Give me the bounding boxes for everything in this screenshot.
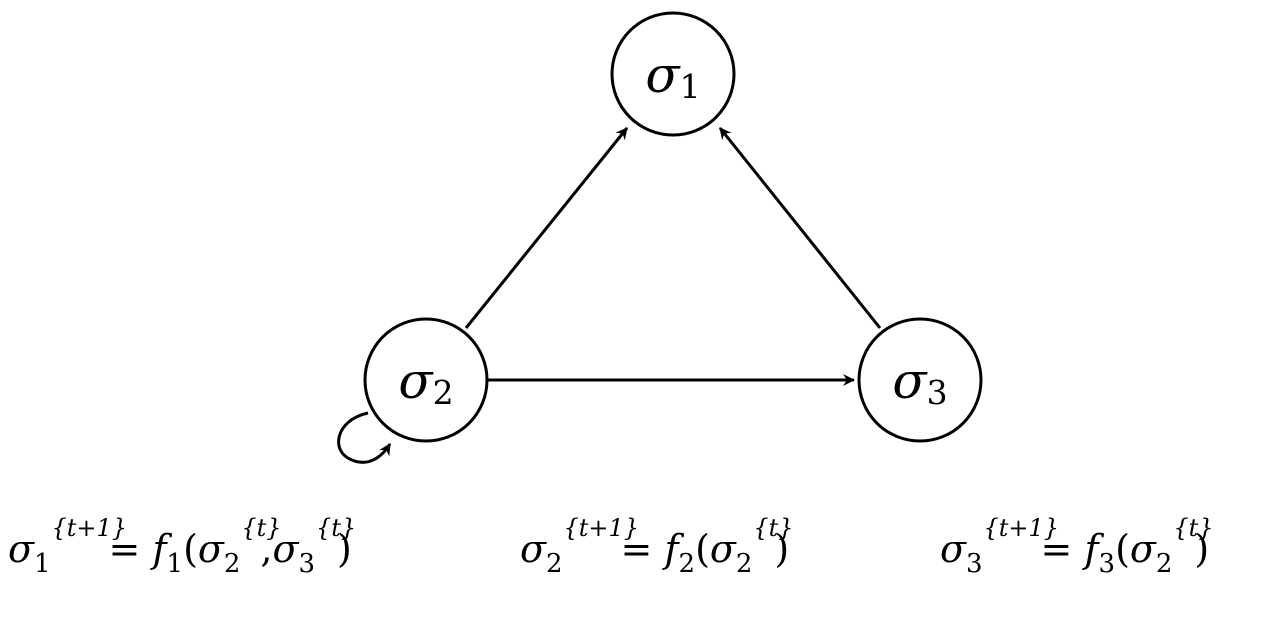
update-equation-2: σ2{t+1}= f2(σ2{t}): [520, 514, 794, 579]
node-sigma-1: σ1: [610, 11, 736, 137]
svg-text:σ3: σ3: [892, 352, 947, 412]
update-equation-3: σ3{t+1}= f3(σ2{t}): [940, 514, 1214, 579]
update-equation-1: σ1{t+1}= f1(σ2{t},σ3{t}): [8, 514, 357, 579]
edge-3-to-1: [718, 127, 882, 329]
edge-2-self-loop: [337, 411, 392, 464]
node-sigma-2: σ2: [363, 317, 489, 443]
node-sigma-3: σ3: [857, 317, 983, 443]
svg-text:σ1: σ1: [645, 46, 700, 106]
edge-2-to-1: [464, 127, 629, 329]
svg-text:σ2: σ2: [398, 352, 453, 412]
